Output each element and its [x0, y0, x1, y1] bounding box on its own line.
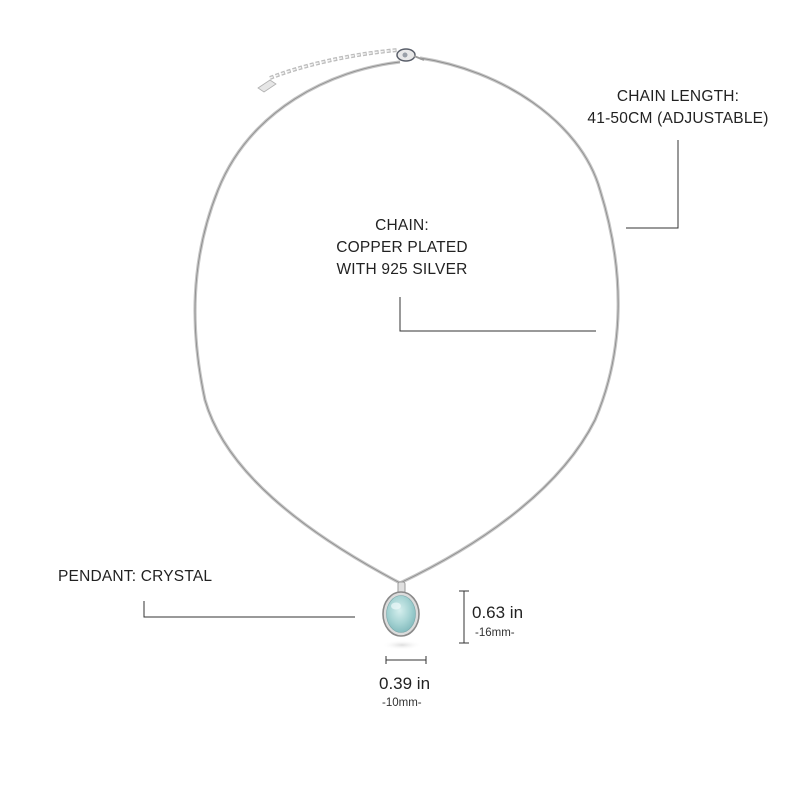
pendant-width-metric: -10mm-: [382, 697, 422, 709]
pendant-height-metric: -16mm-: [475, 627, 515, 639]
chain-material-title: CHAIN:: [375, 217, 429, 234]
chain: [193, 56, 620, 585]
extender-chain: [257, 48, 399, 93]
pendant-label: PENDANT: CRYSTAL: [58, 566, 212, 588]
lobster-clasp-icon: [396, 48, 425, 62]
pendant-leader: [143, 601, 355, 618]
pendant-height-imperial: 0.63 in: [472, 603, 524, 622]
height-dimension-marker: [459, 590, 469, 644]
chain-material-line2: COPPER PLATED: [336, 239, 468, 256]
pendant: [382, 581, 422, 650]
chain-length-value: 41-50CM (ADJUSTABLE): [587, 110, 769, 127]
extender-tag-icon: [257, 79, 277, 93]
chain-length-leader: [626, 140, 679, 229]
chain-length-title: CHAIN LENGTH:: [616, 88, 740, 105]
chain-material-leader: [399, 297, 596, 332]
chain-length-label: CHAIN LENGTH: 41-50CM (ADJUSTABLE): [572, 86, 784, 130]
chain-material-label: CHAIN: COPPER PLATED WITH 925 SILVER: [322, 215, 482, 281]
leader-lines: [143, 140, 679, 618]
width-dimension-marker: [385, 656, 427, 664]
chain-material-line3: WITH 925 SILVER: [336, 261, 468, 278]
pendant-label-text: PENDANT: CRYSTAL: [58, 568, 213, 585]
pendant-width-imperial: 0.39 in: [379, 674, 431, 693]
